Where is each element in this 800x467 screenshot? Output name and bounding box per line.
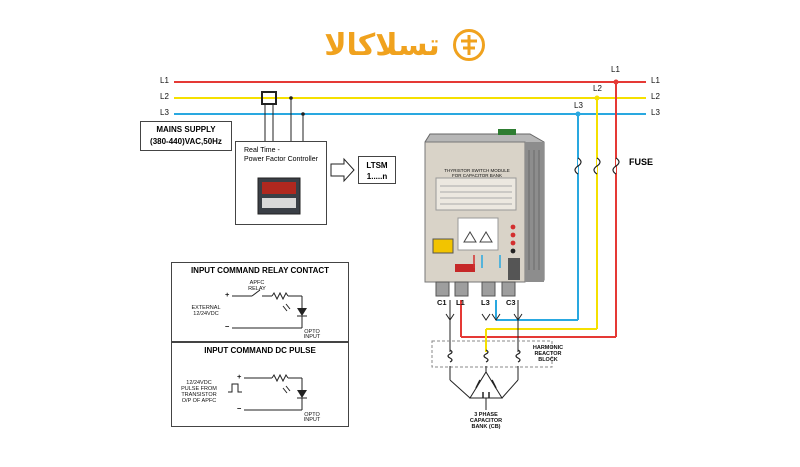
logo-text: تسلاکالا (324, 27, 440, 63)
mains-supply-box: MAINS SUPPLY (380-440)VAC,50Hz (140, 121, 232, 151)
label-right-l3: L3 (651, 108, 660, 117)
relay-plus: + (225, 290, 230, 299)
label-drop-l2: L2 (593, 84, 602, 93)
label-left-l1: L1 (160, 76, 169, 85)
pulse-src-4: O/P OF APFC (181, 398, 217, 404)
power-factor-controller-box: Real Time - Power Factor Controller (235, 141, 327, 225)
apfc-relay-label: APFC RELAY (248, 280, 266, 292)
module-face-title-2: FOR CAPACITOR BANK (451, 173, 503, 178)
capacitor-line-3: BANK (CB) (471, 424, 501, 430)
harmonic-line-1: HARMONIC (532, 345, 564, 351)
terminal-l3: L3 (481, 298, 490, 307)
relay-opto-2: INPUT (303, 334, 321, 340)
harmonic-reactor-block (431, 340, 553, 368)
ltsm-box: LTSM 1.....n (358, 156, 396, 184)
relay-panel-title: INPUT COMMAND RELAY CONTACT (190, 266, 330, 275)
label-right-l2: L2 (651, 92, 660, 101)
relay-external-2: 12/24VDC (193, 311, 219, 317)
label-right-l1: L1 (651, 76, 660, 85)
pulse-src-3: TRANSISTOR (181, 392, 217, 398)
harmonic-line-2: REACTOR (534, 351, 562, 357)
pulse-panel-title: INPUT COMMAND DC PULSE (204, 346, 316, 355)
capacitor-bank (449, 371, 519, 410)
brand-logo: تسلاکالا (300, 22, 510, 68)
harmonic-label: HARMONIC REACTOR BLOCK (526, 345, 570, 363)
module-face-title-1: THYRISTOR SWITCH MODULE (444, 168, 510, 173)
capacitor-bank-label: 3 PHASE CAPACITOR BANK (CB) (460, 412, 512, 430)
fuse-label: FUSE (629, 157, 654, 167)
pulse-minus: − (237, 404, 242, 413)
terminal-c3: C3 (506, 298, 516, 307)
terminal-c1: C1 (437, 298, 447, 307)
logo-emblem-icon (452, 29, 485, 61)
mains-supply-title: MAINS SUPPLY (156, 125, 216, 134)
label-left-l3: L3 (160, 108, 169, 117)
pulse-opto-2: INPUT (303, 417, 321, 423)
arrow-to-ltsm (330, 157, 355, 183)
ltsm-title: LTSM (366, 161, 388, 170)
harmonic-line-3: BLOCK (538, 357, 558, 363)
ltsm-count: 1.....n (366, 172, 388, 181)
relay-contact-panel: INPUT COMMAND RELAY CONTACT (171, 262, 349, 342)
capacitor-line-1: 3 PHASE (474, 412, 498, 418)
current-transformer (261, 91, 277, 105)
pulse-plus: + (237, 372, 242, 381)
controller-title-1: Real Time - (244, 147, 280, 154)
label-drop-l1: L1 (611, 65, 620, 74)
pulse-src-1: 12/24VDC (186, 380, 212, 386)
relay-contact-circuit (232, 289, 307, 329)
mains-supply-voltage: (380-440)VAC,50Hz (150, 137, 222, 146)
fuse-icon (593, 157, 601, 175)
controller-title-2: Power Factor Controller (244, 156, 318, 163)
label-drop-l3: L3 (574, 101, 583, 110)
relay-minus: − (225, 322, 230, 331)
fuse-icon (574, 157, 582, 175)
relay-external-1: EXTERNAL (191, 305, 221, 311)
relay-opto-1: OPTO (304, 329, 320, 335)
pulse-src-2: PULSE FROM (181, 386, 217, 392)
capacitor-line-2: CAPACITOR (469, 418, 503, 424)
label-left-l2: L2 (160, 92, 169, 101)
dc-pulse-circuit (228, 373, 307, 411)
terminal-l1: L1 (456, 298, 465, 307)
pulse-opto-1: OPTO (304, 412, 320, 418)
thyristor-switch-module (424, 129, 545, 297)
dc-pulse-panel: INPUT COMMAND DC PULSE (171, 342, 349, 427)
fuse-icon (612, 157, 620, 175)
